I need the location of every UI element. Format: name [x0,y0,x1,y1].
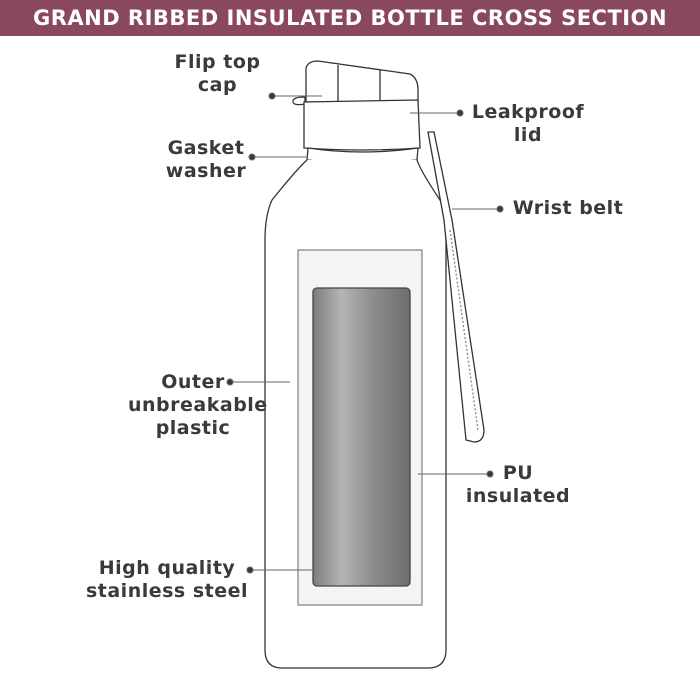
label-wrist-belt: Wrist belt [508,197,628,220]
label-line: Flip top [174,51,261,73]
label-leakproof-lid: Leakproof lid [466,101,590,147]
wrist-belt [427,131,485,443]
flip-top-cap [305,60,419,103]
stainless-steel-inner [312,287,411,587]
label-line: washer [165,160,247,182]
label-flip-top-cap: Flip top cap [165,51,270,97]
title-banner: GRAND RIBBED INSULATED BOTTLE CROSS SECT… [0,0,700,36]
label-stainless-steel: High quality stainless steel [82,557,252,603]
label-gasket-washer: Gasket washer [160,137,252,183]
label-line: plastic [155,417,231,439]
label-line: unbreakable [128,394,268,416]
label-line: Outer [161,371,225,393]
label-line: insulated [465,485,571,507]
label-line: stainless steel [85,580,249,602]
label-pu-insulated: PU insulated [460,462,576,508]
label-line: PU [502,462,534,484]
label-line: Gasket [167,137,245,159]
label-line: High quality [98,557,236,579]
label-line: cap [197,74,238,96]
label-outer-plastic: Outer unbreakable plastic [128,371,268,440]
label-line: lid [513,124,543,146]
page-title: GRAND RIBBED INSULATED BOTTLE CROSS SECT… [32,6,668,30]
label-line: Leakproof [471,101,585,123]
leakproof-lid [303,99,421,151]
label-line: Wrist belt [512,197,624,219]
